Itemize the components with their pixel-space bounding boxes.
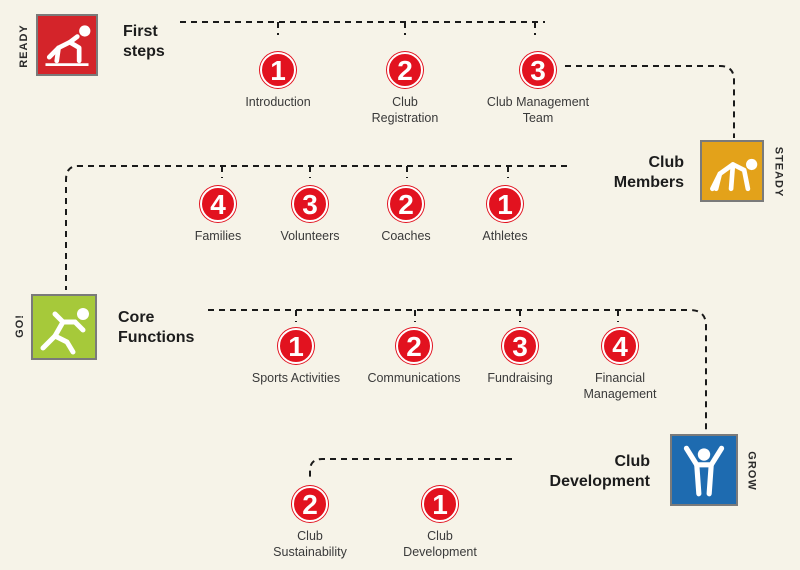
- go-stage-word: GO!: [13, 314, 26, 338]
- sprinting-figure-icon: [40, 308, 89, 355]
- step-label: Club Registration: [371, 95, 439, 125]
- step-number-badge: 2: [292, 486, 328, 522]
- step-sports-activities: 1 Sports Activities: [236, 328, 356, 386]
- arms-raised-figure-icon: [683, 445, 725, 497]
- step-fundraising: 3 Fundraising: [460, 328, 580, 386]
- step-label: Coaches: [381, 229, 431, 243]
- grow-stage-word: GROW: [745, 451, 758, 491]
- step-club-sustainability: 2 Club Sustainability: [250, 486, 370, 560]
- step-label: Club Management Team: [486, 95, 590, 125]
- step-label: Volunteers: [280, 229, 340, 243]
- step-number-badge: 1: [260, 52, 296, 88]
- step-number-badge: 2: [387, 52, 423, 88]
- step-label: Introduction: [245, 95, 311, 109]
- step-number-badge: 3: [502, 328, 538, 364]
- step-communications: 2 Communications: [354, 328, 474, 386]
- steady-stage-word: STEADY: [772, 146, 785, 198]
- crouching-start-figure-icon: [45, 25, 91, 67]
- step-number-badge: 4: [200, 186, 236, 222]
- go-stage-title: Core Functions: [118, 309, 195, 346]
- steady-stage-title: Club Members: [613, 154, 684, 191]
- step-number-badge: 3: [520, 52, 556, 88]
- step-volunteers: 3 Volunteers: [250, 186, 370, 244]
- ready-stage-word: READY: [17, 24, 30, 68]
- step-label: Sports Activities: [251, 371, 341, 385]
- ready-stage-icon: [36, 14, 98, 76]
- step-club-management-team: 3 Club Management Team: [478, 52, 598, 126]
- step-club-registration: 2 Club Registration: [345, 52, 465, 126]
- step-number-badge: 2: [388, 186, 424, 222]
- step-introduction: 1 Introduction: [218, 52, 338, 110]
- step-club-development: 1 Club Development: [380, 486, 500, 560]
- step-label: Communications: [367, 371, 461, 385]
- step-label: Athletes: [482, 229, 528, 243]
- step-number-badge: 1: [487, 186, 523, 222]
- go-stage-icon: [31, 294, 97, 360]
- grow-stage-title: Club Development: [549, 453, 650, 490]
- step-coaches: 2 Coaches: [346, 186, 466, 244]
- step-families: 4 Families: [158, 186, 278, 244]
- steady-stage-icon: [700, 140, 764, 202]
- set-position-figure-icon: [710, 158, 758, 192]
- step-number-badge: 2: [396, 328, 432, 364]
- step-label: Financial Management: [583, 371, 657, 401]
- grow-stage-icon: [670, 434, 738, 506]
- step-label: Club Sustainability: [273, 529, 347, 559]
- ready-stage-title: First steps: [123, 23, 165, 60]
- step-label: Families: [194, 229, 242, 243]
- step-athletes: 1 Athletes: [445, 186, 565, 244]
- step-number-badge: 4: [602, 328, 638, 364]
- step-number-badge: 1: [422, 486, 458, 522]
- step-label: Fundraising: [487, 371, 553, 385]
- step-number-badge: 3: [292, 186, 328, 222]
- step-label: Club Development: [403, 529, 477, 559]
- step-financial-management: 4 Financial Management: [560, 328, 680, 402]
- step-number-badge: 1: [278, 328, 314, 364]
